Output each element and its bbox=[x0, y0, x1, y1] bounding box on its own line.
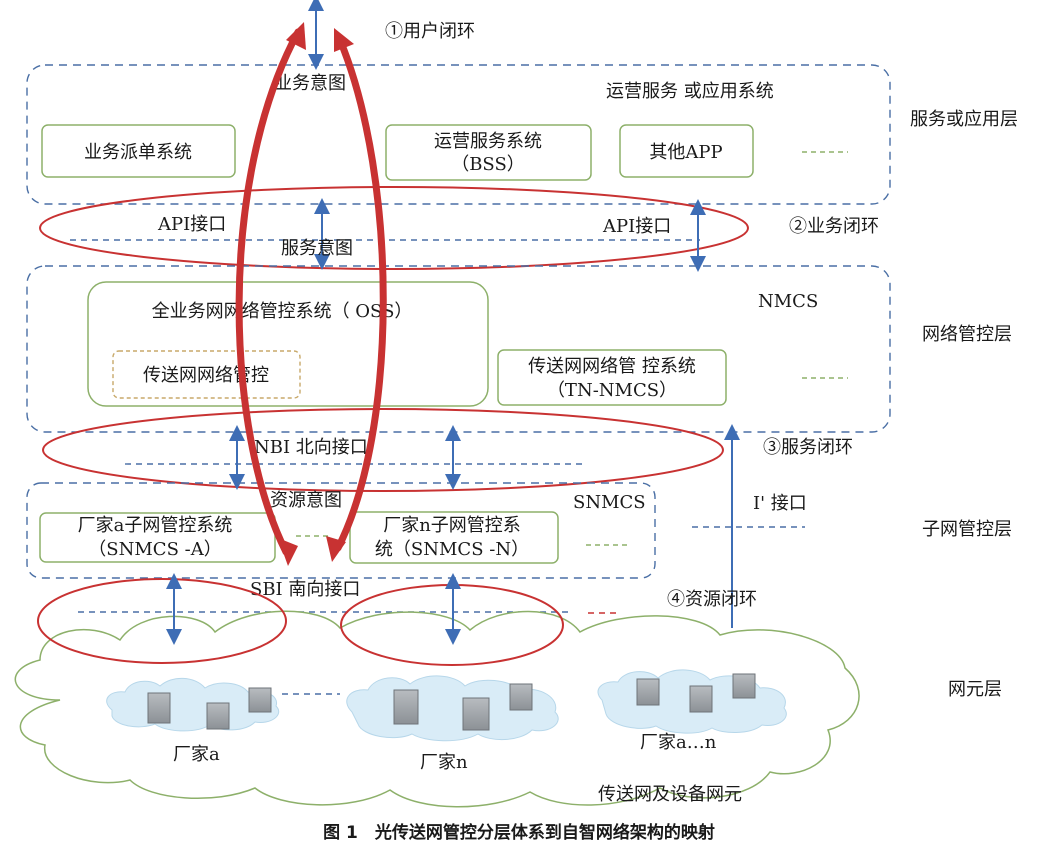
layer-label-service-app: 服务或应用层 bbox=[910, 109, 1018, 130]
network-layer-box bbox=[26, 265, 891, 433]
server-icon bbox=[509, 683, 533, 711]
user-loop-label: ①用户闭环 bbox=[385, 21, 475, 42]
snmcs-n-label-line2: 统（SNMCS -N） bbox=[375, 539, 529, 560]
network-layer-title: NMCS bbox=[758, 291, 818, 312]
server-icon bbox=[393, 689, 419, 725]
network-element-title: 传送网及设备网元 bbox=[598, 784, 742, 805]
dispatch-system-label: 业务派单系统 bbox=[84, 142, 192, 163]
snmcs-a-box bbox=[39, 512, 276, 563]
subnet-layer-title: SNMCS bbox=[573, 492, 646, 513]
vendor-n-cloud bbox=[346, 675, 559, 742]
bss-box bbox=[385, 124, 592, 181]
sbi-interface-label: SBI 南向接口 bbox=[250, 579, 360, 600]
bss-label-line1: 运营服务系统 bbox=[434, 131, 542, 152]
transport-control-label: 传送网网络管控 bbox=[143, 365, 269, 386]
service-layer-box bbox=[26, 64, 891, 205]
resource-loop-ellipse-left bbox=[37, 578, 287, 664]
resource-loop-label: ④资源闭环 bbox=[667, 589, 757, 610]
tn-nmcs-label-line2: （TN-NMCS） bbox=[547, 380, 677, 401]
server-icon bbox=[147, 692, 171, 724]
subnet-layer-box bbox=[26, 482, 656, 579]
server-icon bbox=[248, 687, 272, 713]
vendor-an-cloud bbox=[597, 669, 787, 734]
user-loop-arrows bbox=[235, 22, 387, 566]
transport-control-box bbox=[112, 350, 301, 399]
nbi-interface-label: NBI 北向接口 bbox=[254, 437, 368, 458]
service-loop-ellipse bbox=[42, 408, 724, 492]
layer-label-network-control: 网络管控层 bbox=[922, 324, 1012, 345]
server-icon bbox=[689, 685, 713, 713]
api-interface-left: API接口 bbox=[157, 214, 226, 235]
vendor-n-label: 厂家n bbox=[420, 752, 468, 773]
vendor-an-label: 厂家a…n bbox=[640, 732, 717, 753]
layer-label-network-element: 网元层 bbox=[948, 679, 1002, 700]
snmcs-n-box bbox=[349, 511, 559, 564]
dispatch-system-box bbox=[41, 124, 236, 178]
snmcs-n-label-line1: 厂家n子网管控系 bbox=[383, 515, 521, 536]
vendor-a-label: 厂家a bbox=[173, 744, 220, 765]
bss-label-line2: （BSS） bbox=[451, 154, 525, 175]
server-icon bbox=[636, 678, 660, 706]
snmcs-a-label-line1: 厂家a子网管控系统 bbox=[78, 515, 233, 536]
business-intent-label: 业务意图 bbox=[274, 73, 346, 94]
server-icon bbox=[206, 702, 230, 730]
vendor-a-cloud bbox=[106, 677, 280, 732]
api-interface-right: API接口 bbox=[602, 216, 671, 237]
business-loop-label: ②业务闭环 bbox=[789, 216, 879, 237]
tn-nmcs-label-line1: 传送网网络管 控系统 bbox=[528, 356, 696, 377]
figure-caption: 图 1 光传送网管控分层体系到自智网络架构的映射 bbox=[323, 822, 715, 843]
tn-nmcs-box bbox=[497, 349, 727, 406]
service-loop-label: ③服务闭环 bbox=[763, 437, 853, 458]
oss-label: 全业务网网络管控系统（ OSS） bbox=[152, 301, 413, 322]
other-app-label: 其他APP bbox=[649, 142, 722, 163]
service-layer-title: 运营服务 或应用系统 bbox=[606, 81, 774, 102]
layer-label-subnet-control: 子网管控层 bbox=[922, 519, 1012, 540]
service-intent-label: 服务意图 bbox=[281, 238, 353, 259]
snmcs-a-label-line2: （SNMCS -A） bbox=[88, 539, 221, 560]
i-prime-interface-label: I' 接口 bbox=[753, 493, 807, 514]
server-icon bbox=[732, 673, 756, 699]
business-loop-ellipse bbox=[39, 186, 749, 270]
other-app-box bbox=[619, 124, 754, 178]
server-icon bbox=[462, 697, 490, 731]
resource-intent-label: 资源意图 bbox=[270, 490, 342, 511]
